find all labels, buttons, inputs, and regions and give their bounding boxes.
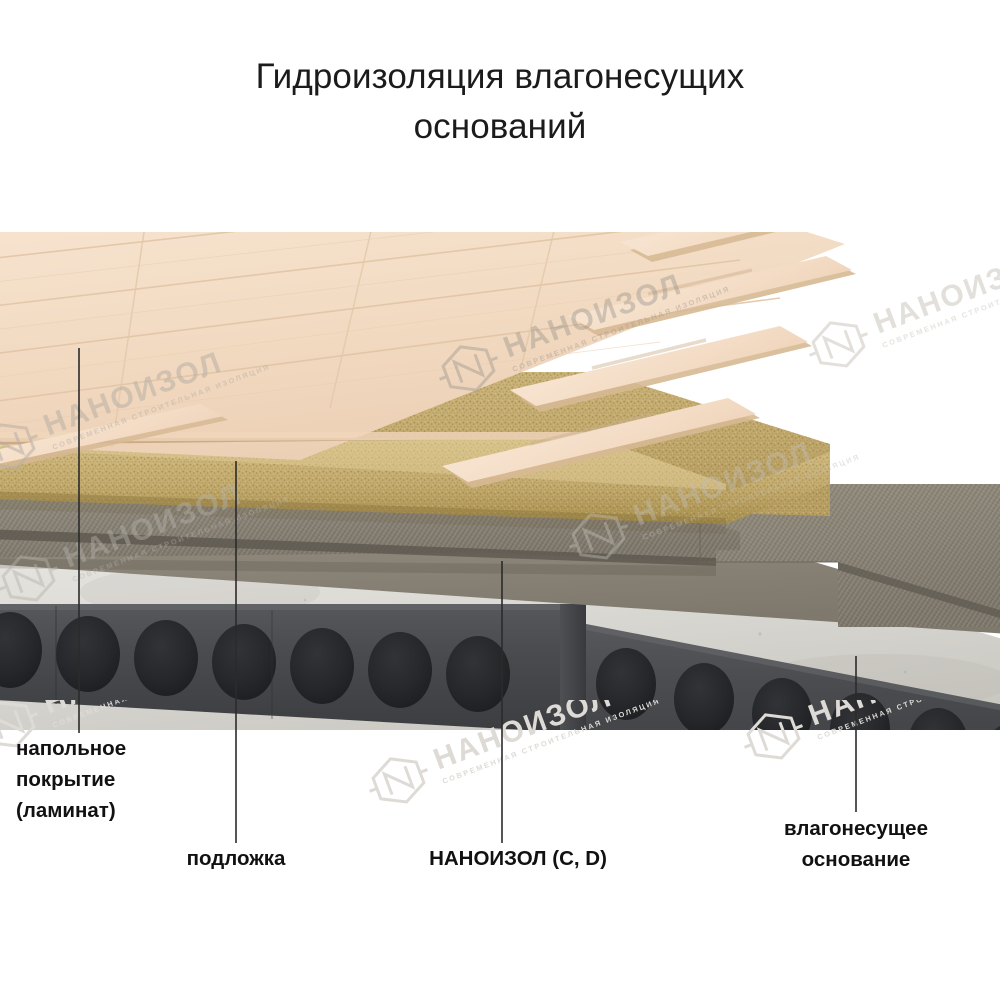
label-underlay: подложка bbox=[187, 843, 286, 874]
layer-laminate bbox=[0, 232, 845, 460]
contact-shadows bbox=[0, 499, 726, 576]
floor-construction-illustration: НАНОИЗОЛ СОВРЕМЕННАЯ СТРОИТЕЛЬНАЯ ИЗОЛЯЦ… bbox=[0, 232, 1000, 730]
laminate-plank bbox=[568, 256, 856, 336]
label-base-line-2: основание bbox=[801, 848, 911, 871]
hollow-core-voids-right bbox=[596, 648, 1000, 730]
label-nanoizol-line-1: НАНОИЗОЛ (C, D) bbox=[429, 847, 607, 870]
label-underlay-line-1: подложка bbox=[186, 847, 286, 870]
laminate-plank bbox=[620, 232, 776, 262]
cross-section-svg bbox=[0, 232, 1000, 730]
laminate-plank bbox=[510, 326, 812, 412]
label-nanoizol: НАНОИЗОЛ (C, D) bbox=[429, 843, 607, 874]
label-floor-covering: напольное покрытие (ламинат) bbox=[16, 733, 126, 826]
label-base-line-1: влагонесущее bbox=[784, 817, 928, 840]
laminate-plank bbox=[442, 398, 760, 488]
laminate-plank bbox=[0, 404, 228, 470]
page-title-line-1: Гидроизоляция влагонесущих bbox=[255, 57, 745, 96]
label-floor-covering-line-3: (ламинат) bbox=[16, 799, 116, 822]
page-title-line-2: оснований bbox=[413, 107, 587, 146]
label-floor-covering-line-2: покрытие bbox=[16, 768, 116, 791]
hollow-core-voids-left bbox=[0, 612, 510, 712]
nanoizol-logo-icon bbox=[368, 757, 429, 804]
page-title: Гидроизоляция влагонесущих оснований bbox=[0, 52, 1000, 152]
label-floor-covering-line-1: напольное bbox=[16, 737, 127, 760]
laminate-planks-detached bbox=[0, 232, 856, 488]
label-moisture-bearing-base: влагонесущее основание bbox=[784, 813, 928, 875]
